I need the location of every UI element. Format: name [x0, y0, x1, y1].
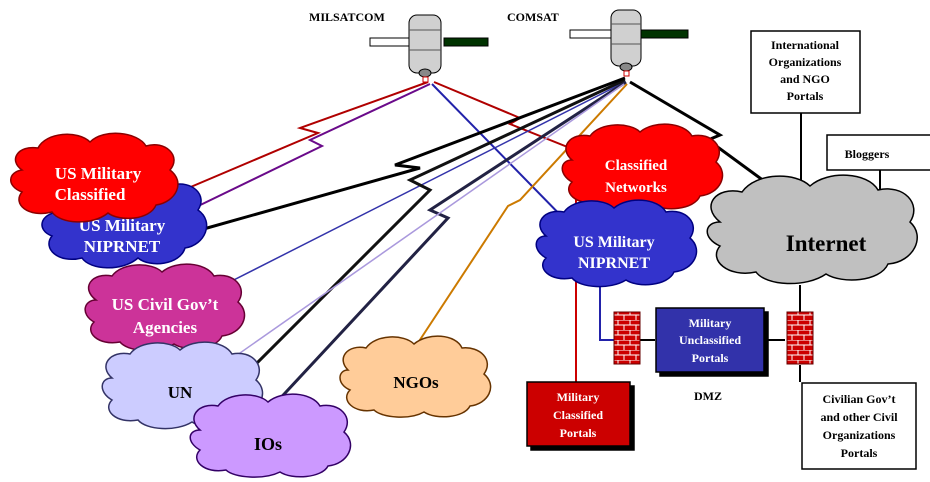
svg-text:Networks: Networks [605, 180, 667, 196]
link-comsat-us-civil-gov [209, 81, 626, 293]
dmz-label: DMZ [694, 389, 722, 403]
cloud-us-civil-gov-agencies: US Civil Gov’t Agencies [84, 263, 246, 352]
svg-text:Portals: Portals [787, 89, 824, 103]
link-comsat-un-thin [229, 83, 625, 361]
svg-text:Military: Military [557, 390, 600, 404]
cloud-internet: Internet [706, 174, 918, 285]
cloud-us-military-classified: US Military Classified [10, 132, 179, 223]
svg-text:Unclassified: Unclassified [679, 333, 741, 347]
svg-text:NIPRNET: NIPRNET [84, 237, 161, 256]
box-military-unclassified-portals: Military Unclassified Portals [655, 307, 765, 373]
comsat-label: COMSAT [507, 10, 559, 24]
svg-text:and other Civil: and other Civil [820, 410, 898, 424]
milsatcom-label: MILSATCOM [309, 10, 385, 24]
svg-text:Classified: Classified [553, 408, 603, 422]
svg-text:Agencies: Agencies [133, 318, 198, 337]
svg-text:US Military: US Military [55, 164, 142, 183]
box-bloggers: Bloggers [826, 134, 930, 171]
cloud-ios: IOs [189, 393, 352, 478]
svg-text:Portals: Portals [560, 426, 597, 440]
link-comsat-internet [629, 80, 791, 202]
box-international-orgs: International Organizations and NGO Port… [750, 30, 861, 114]
firewall-left-icon [613, 311, 641, 365]
svg-text:Classified: Classified [55, 185, 126, 204]
box-military-classified-portals: Military Classified Portals [526, 381, 631, 447]
box-civilian-portals: Civilian Gov’t and other Civil Organizat… [801, 382, 917, 470]
svg-text:US Military: US Military [573, 234, 654, 251]
svg-text:International: International [771, 38, 840, 52]
cloud-ngos: NGOs [339, 335, 492, 418]
cloud-us-military-niprnet-center: US Military NIPRNET [535, 199, 698, 288]
svg-text:US Civil Gov’t: US Civil Gov’t [112, 295, 219, 314]
link-comsat-un [238, 78, 626, 382]
firewall-right-icon [786, 311, 814, 365]
links [159, 76, 881, 422]
svg-text:Internet: Internet [786, 231, 867, 256]
svg-text:Bloggers: Bloggers [845, 147, 890, 161]
cloud-classified-networks: Classified Networks [561, 123, 724, 212]
svg-text:NGOs: NGOs [393, 373, 439, 392]
svg-text:Portals: Portals [692, 351, 729, 365]
svg-text:Organizations: Organizations [823, 428, 896, 442]
comsat-satellite [569, 9, 689, 77]
link-milsat-us-military-classified [159, 81, 429, 201]
svg-text:US Military: US Military [79, 216, 166, 235]
svg-text:Classified: Classified [605, 158, 668, 174]
svg-text:IOs: IOs [254, 434, 282, 454]
svg-text:and NGO: and NGO [780, 72, 830, 86]
svg-text:Civilian Gov’t: Civilian Gov’t [822, 392, 895, 406]
svg-text:UN: UN [168, 383, 193, 402]
svg-text:Military: Military [689, 316, 732, 330]
svg-text:NIPRNET: NIPRNET [578, 255, 650, 272]
link-comsat-niprnet-left [199, 76, 626, 232]
link-niprnet-firewall [599, 280, 615, 341]
link-milsat-niprnet-center [431, 83, 576, 231]
milsatcom-satellite [369, 14, 489, 83]
svg-text:Organizations: Organizations [769, 55, 842, 69]
svg-text:Portals: Portals [841, 446, 878, 460]
link-milsat-us-military-niprnet-left [189, 83, 431, 211]
